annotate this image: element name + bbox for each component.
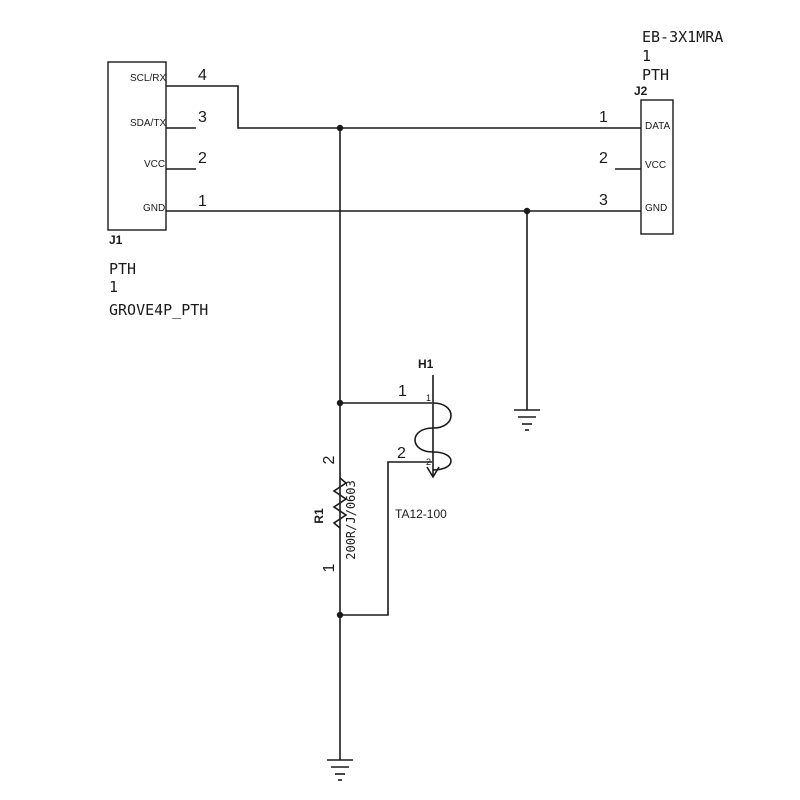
j1-pin4-number: 4	[198, 67, 207, 84]
h1-inner-pin2: 2	[426, 457, 431, 467]
j1-reference: J1	[109, 233, 123, 247]
j1-pin1-label: GND	[143, 203, 165, 214]
junction-dot-bottom	[336, 611, 344, 619]
j1-pin2-label: VCC	[144, 159, 165, 170]
wire-scl-to-data	[196, 85, 641, 129]
h1-pin2-number: 2	[397, 445, 406, 462]
r1-reference: R1	[312, 508, 326, 524]
r1-value: 200R/J/0603	[344, 480, 358, 559]
h1-inner-pin1: 1	[426, 393, 431, 403]
h1-pin1-number: 1	[398, 383, 407, 400]
h1-reference: H1	[418, 357, 434, 371]
j1-pin1-number: 1	[198, 193, 207, 210]
j1-pin3-label: SDA/TX	[130, 118, 166, 129]
junction-dot-gnd	[523, 207, 531, 215]
junction-dot-h1-pin1	[336, 399, 344, 407]
r1-pin1-number: 1	[321, 563, 338, 572]
j2-part-name: EB-3X1MRA	[642, 28, 723, 46]
j2-reference: J2	[634, 84, 648, 98]
j1-pin4-label: SCL/RX	[130, 73, 166, 84]
j2-pin2-label: VCC	[645, 160, 666, 171]
ground-symbol-right	[514, 409, 540, 431]
j2-pin3-number: 3	[599, 192, 608, 209]
j1-pin3-number: 3	[198, 109, 207, 126]
j1-footprint: PTH	[109, 260, 136, 278]
j1-pin2-number: 2	[198, 150, 207, 167]
h1-value: TA12-100	[395, 507, 447, 521]
ground-symbol-bottom	[327, 759, 353, 781]
component-h1: H1 1 2 1 2 TA12-100	[395, 357, 452, 521]
j2-quantity: 1	[642, 47, 651, 65]
j1-part-name: GROVE4P_PTH	[109, 301, 208, 319]
connector-j2: DATA VCC GND 1 2 3 EB-3X1MRA 1 PTH J2	[599, 28, 723, 235]
junction-dot-data	[336, 124, 344, 132]
r1-zigzag	[332, 477, 348, 529]
h1-coil	[414, 402, 452, 471]
nets	[166, 85, 641, 760]
j2-pin3-label: GND	[645, 203, 667, 214]
j2-pin1-label: DATA	[645, 121, 671, 132]
j2-body	[640, 99, 674, 235]
wire-h1-pin2-to-node	[340, 461, 432, 616]
j2-pin2-number: 2	[599, 150, 608, 167]
r1-pin2-number: 2	[321, 455, 338, 464]
connector-j1: SCL/RX SDA/TX VCC GND 4 3 2 1 J1 PTH 1 G…	[107, 61, 208, 319]
j1-body	[107, 61, 167, 231]
j1-quantity: 1	[109, 278, 118, 296]
j2-pin1-number: 1	[599, 109, 608, 126]
component-r1: R1 2 1 200R/J/0603	[312, 455, 358, 572]
j2-footprint: PTH	[642, 66, 669, 84]
